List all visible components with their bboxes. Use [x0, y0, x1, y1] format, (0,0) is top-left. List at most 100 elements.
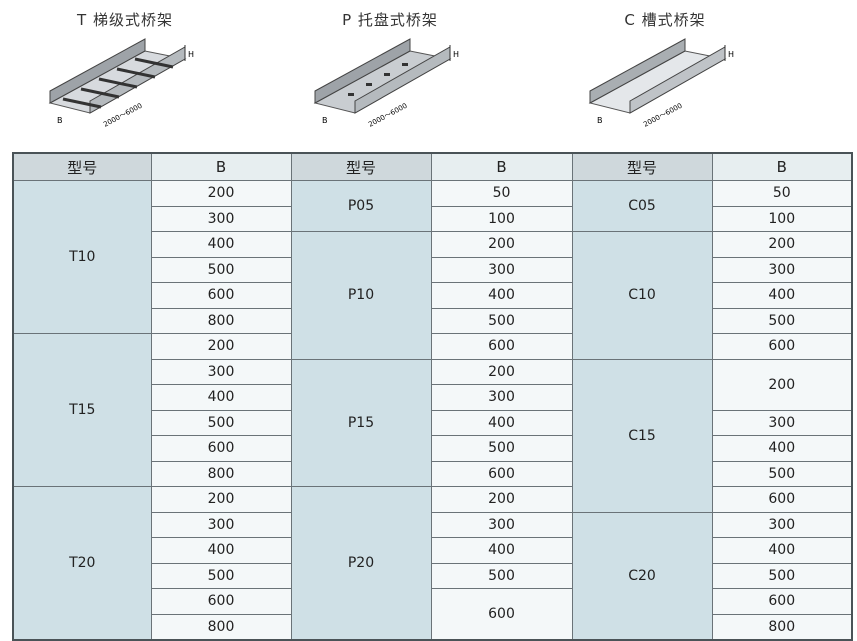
dim-h-label: H	[453, 50, 459, 59]
dim-h-label: H	[188, 50, 194, 59]
b-cell: 300	[150, 511, 292, 538]
b-cell: 600	[430, 588, 573, 641]
header-b-p: B	[430, 152, 573, 181]
model-cell: C15	[571, 358, 713, 513]
b-cell: 800	[150, 613, 292, 641]
model-cell: T10	[12, 180, 152, 334]
b-cell: 200	[711, 231, 853, 258]
b-cell: 300	[711, 409, 853, 436]
b-cell: 800	[711, 613, 853, 641]
b-cell: 300	[711, 511, 853, 538]
header-b-c: B	[711, 152, 853, 181]
product-title: P 托盘式桥架	[342, 11, 438, 29]
product-c-trough: C 槽式桥架 H B 2000～6000	[575, 0, 755, 141]
b-cell: 800	[150, 460, 292, 487]
b-cell: 200	[150, 333, 292, 360]
header-model-t: 型号	[12, 152, 152, 181]
table-row: 300 300 C20 300	[13, 511, 853, 641]
b-cell: 100	[711, 205, 853, 232]
b-cell: 600	[150, 435, 292, 462]
b-cell: 300	[430, 256, 573, 283]
b-cell: 400	[430, 282, 573, 309]
b-cell: 500	[430, 307, 573, 334]
b-cell: 500	[711, 562, 853, 589]
b-cell: 600	[150, 282, 292, 309]
table-row: 800 500 500	[13, 307, 853, 334]
model-cell: C10	[571, 231, 713, 360]
model-cell: P15	[290, 358, 432, 487]
b-cell: 300	[711, 256, 853, 283]
header-b-t: B	[150, 152, 292, 181]
b-cell: 400	[711, 435, 853, 462]
b-cell: 400	[150, 384, 292, 411]
dim-length-label: 2000～6000	[367, 102, 408, 129]
b-cell: 600	[711, 486, 853, 513]
dim-b-label: B	[322, 116, 328, 125]
trough-illustration: H B 2000～6000	[588, 38, 734, 129]
header-model-c: 型号	[571, 152, 713, 181]
b-cell: 400	[711, 537, 853, 564]
table-row: 400 400 400	[13, 537, 853, 564]
b-cell: 500	[711, 307, 853, 334]
b-cell: 200	[150, 180, 292, 207]
dim-b-label: B	[597, 116, 603, 125]
product-t-ladder: T 梯级式桥架 H B 2000～6000	[35, 0, 215, 141]
b-cell: 400	[430, 409, 573, 436]
b-cell: 400	[430, 537, 573, 564]
product-title: C 槽式桥架	[624, 11, 706, 29]
b-cell: 200	[430, 231, 573, 258]
table-row: T15 200 600 600	[12, 333, 853, 487]
b-cell: 200	[430, 358, 573, 385]
b-cell: 600	[430, 333, 573, 360]
b-cell: 200	[711, 358, 853, 411]
product-p-tray: P 托盘式桥架 H B 2000～6000	[300, 0, 480, 141]
header-row: 型号 B 型号 B 型号 B	[12, 152, 853, 181]
table-row: 300 P15 200 C15 200	[13, 358, 853, 513]
b-cell: 500	[711, 460, 853, 487]
model-cell: C20	[571, 511, 713, 641]
b-cell: 600	[711, 333, 853, 360]
b-cell: 200	[150, 486, 292, 513]
table-row: 800 600 500	[13, 460, 853, 487]
table-row: 800 800	[13, 613, 853, 641]
model-cell: C05	[571, 180, 713, 232]
model-cell: T20	[12, 486, 152, 641]
b-cell: 500	[150, 409, 292, 436]
b-cell: 500	[430, 562, 573, 589]
b-cell: 300	[430, 511, 573, 538]
model-cell: T15	[12, 333, 152, 487]
b-cell: 300	[150, 358, 292, 385]
dim-h-label: H	[728, 50, 734, 59]
b-cell: 300	[430, 384, 573, 411]
product-title: T 梯级式桥架	[77, 11, 173, 29]
b-cell: 600	[711, 588, 853, 615]
dim-length-label: 2000～6000	[102, 102, 143, 129]
b-cell: 600	[150, 588, 292, 615]
b-cell: 50	[430, 180, 573, 207]
dim-length-label: 2000～6000	[642, 102, 683, 129]
b-cell: 800	[150, 307, 292, 334]
tray-illustration: H B 2000～6000	[313, 38, 459, 129]
b-cell: 100	[430, 205, 573, 232]
b-cell: 400	[711, 282, 853, 309]
b-cell: 400	[150, 537, 292, 564]
table-row: T20 200 P20 200 600	[12, 486, 853, 641]
dim-b-label: B	[57, 116, 63, 125]
b-cell: 500	[150, 256, 292, 283]
b-cell: 600	[430, 460, 573, 487]
b-cell: 400	[150, 231, 292, 258]
spec-table: 型号 B 型号 B 型号 B T10 200 P05 50 C05 50 300…	[12, 152, 853, 641]
ladder-tray-illustration: H B 2000～6000	[48, 38, 194, 129]
model-cell: P20	[290, 486, 432, 641]
b-cell: 50	[711, 180, 853, 207]
table-row: 400 300	[13, 384, 852, 411]
model-cell: P10	[290, 231, 432, 360]
table-row: T10 200 P05 50 C05 50	[12, 180, 853, 334]
b-cell: 300	[150, 205, 292, 232]
b-cell: 200	[430, 486, 573, 513]
header-model-p: 型号	[290, 152, 432, 181]
model-cell: P05	[290, 180, 432, 232]
b-cell: 500	[150, 562, 292, 589]
b-cell: 500	[430, 435, 573, 462]
table-row: 500 300 300	[13, 256, 853, 283]
